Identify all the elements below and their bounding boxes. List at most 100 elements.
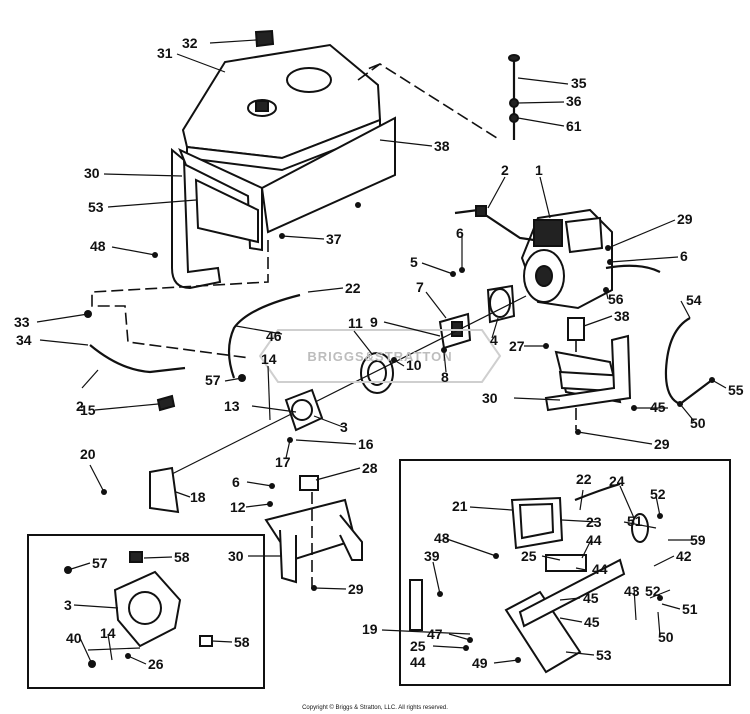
callout-54: 54 — [686, 292, 702, 308]
callout-27: 27 — [509, 338, 525, 354]
callout-34: 34 — [16, 332, 32, 348]
callout-2: 2 — [76, 398, 84, 414]
callout-51: 51 — [682, 601, 698, 617]
svg-text:BRIGGS&STRATTON: BRIGGS&STRATTON — [307, 349, 452, 364]
callout-52: 52 — [650, 486, 666, 502]
rear-housing — [284, 388, 324, 432]
callout-50: 50 — [690, 415, 706, 431]
engine-link-path — [91, 240, 269, 359]
callout-29: 29 — [348, 581, 364, 597]
callout-15: 15 — [80, 402, 96, 418]
callout-18: 18 — [190, 489, 206, 505]
callout-3: 3 — [340, 419, 348, 435]
callout-14: 14 — [100, 625, 116, 641]
callout-24: 24 — [609, 473, 625, 489]
callout-9: 9 — [370, 314, 378, 330]
fuel-tank — [181, 43, 382, 172]
callout-59: 59 — [690, 532, 706, 548]
callout-56: 56 — [608, 291, 624, 307]
callout-58: 58 — [174, 549, 190, 565]
callout-5: 5 — [410, 254, 418, 270]
callout-45: 45 — [584, 614, 600, 630]
callout-1: 1 — [535, 162, 543, 178]
callout-29: 29 — [654, 436, 670, 452]
callout-38: 38 — [614, 308, 630, 324]
callout-32: 32 — [182, 35, 198, 51]
callout-14: 14 — [261, 351, 277, 367]
callout-51: 51 — [627, 513, 643, 529]
callout-10: 10 — [406, 357, 422, 373]
callout-50: 50 — [658, 629, 674, 645]
copyright-text: Copyright © Briggs & Stratton, LLC. All … — [302, 704, 448, 711]
callout-12: 12 — [230, 499, 246, 515]
callout-20: 20 — [80, 446, 96, 462]
end-cover — [149, 466, 180, 514]
plug-boot — [475, 205, 487, 217]
callout-26: 26 — [148, 656, 164, 672]
callout-11: 11 — [348, 315, 363, 331]
callout-33: 33 — [14, 314, 30, 330]
rotor — [486, 284, 516, 324]
callout-28: 28 — [362, 460, 378, 476]
callout-17: 17 — [275, 454, 291, 470]
callout-44: 44 — [410, 654, 426, 670]
callout-45: 45 — [583, 590, 599, 606]
callout-30: 30 — [84, 165, 100, 181]
callout-52: 52 — [645, 583, 661, 599]
callout-47: 47 — [427, 626, 443, 642]
callout-22: 22 — [576, 471, 592, 487]
callout-42: 42 — [676, 548, 692, 564]
callout-6: 6 — [456, 225, 464, 241]
hardware-dots — [64, 202, 715, 668]
frame-upper — [171, 116, 396, 290]
callout-19: 19 — [362, 621, 378, 637]
frame-lower — [264, 475, 363, 590]
callout-36: 36 — [566, 93, 582, 109]
callout-55: 55 — [728, 382, 744, 398]
callout-37: 37 — [326, 231, 342, 247]
wire-34 — [89, 344, 186, 374]
callout-53: 53 — [596, 647, 612, 663]
callout-39: 39 — [424, 548, 440, 564]
callout-45: 45 — [650, 399, 666, 415]
callout-4: 4 — [490, 332, 498, 348]
frame-right — [544, 317, 632, 430]
callout-6: 6 — [232, 474, 240, 490]
callout-25: 25 — [521, 548, 537, 564]
callout-57: 57 — [92, 555, 108, 571]
callout-22: 22 — [345, 280, 361, 296]
callout-61: 61 — [566, 118, 582, 134]
bolt-15 — [156, 394, 176, 412]
callout-labels: 32 31 35 36 61 38 30 53 48 37 2 1 29 6 6… — [14, 35, 744, 672]
callout-46: 46 — [266, 328, 282, 344]
callout-8: 8 — [441, 369, 449, 385]
callout-25: 25 — [410, 638, 426, 654]
callout-40: 40 — [66, 630, 82, 646]
wire-46 — [227, 293, 301, 379]
callout-49: 49 — [472, 655, 488, 671]
callout-7: 7 — [416, 279, 424, 295]
callout-3: 3 — [64, 597, 72, 613]
callout-38: 38 — [434, 138, 450, 154]
wire-54 — [664, 317, 713, 406]
callout-44: 44 — [592, 561, 608, 577]
callout-48: 48 — [434, 530, 450, 546]
callout-58: 58 — [234, 634, 250, 650]
callout-48: 48 — [90, 238, 106, 254]
callout-29: 29 — [677, 211, 693, 227]
callout-31: 31 — [157, 45, 173, 61]
callout-43: 43 — [624, 583, 640, 599]
engine-wire-right — [605, 264, 661, 273]
callout-30: 30 — [482, 390, 498, 406]
drive-axis — [159, 295, 527, 481]
callout-21: 21 — [452, 498, 468, 514]
inset-rear-housing — [27, 534, 265, 689]
callout-57: 57 — [205, 372, 221, 388]
callout-23: 23 — [586, 514, 602, 530]
inset-control-panel — [399, 459, 731, 686]
callout-16: 16 — [358, 436, 374, 452]
callout-2: 2 — [501, 162, 509, 178]
callout-6: 6 — [680, 248, 688, 264]
callout-44: 44 — [586, 532, 602, 548]
